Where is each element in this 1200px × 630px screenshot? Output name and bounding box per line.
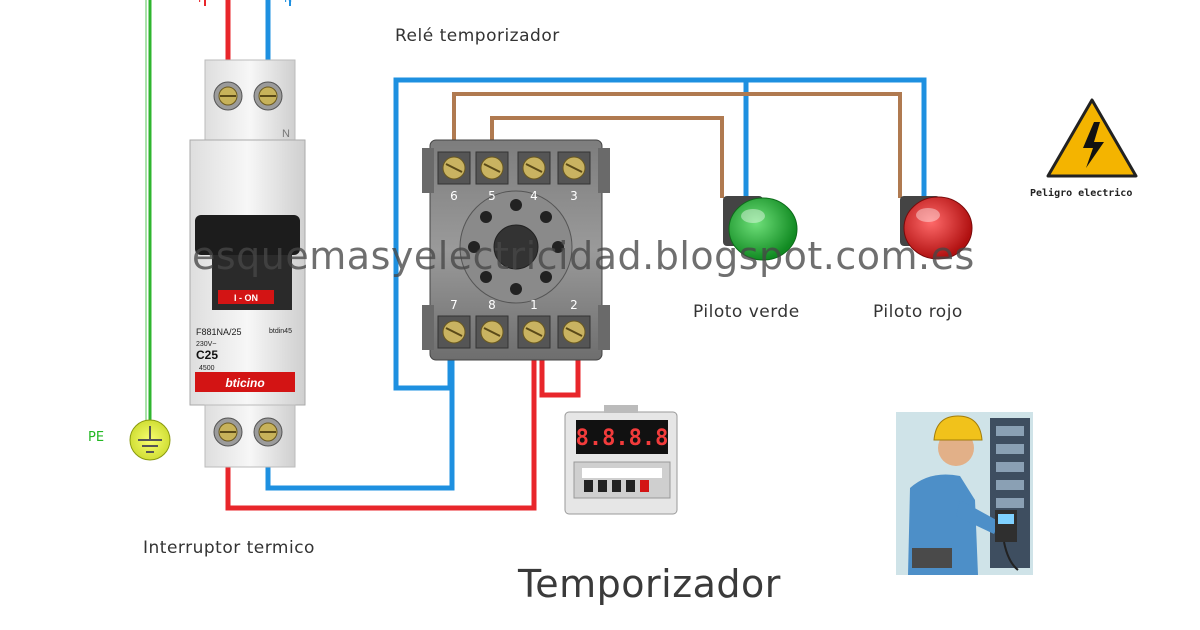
red-pilot-lamp (900, 196, 973, 260)
breaker-switch-text: I - ON (234, 293, 258, 303)
relay-terminal-number: 8 (488, 298, 496, 312)
blog-watermark: esquemasyelectricidad.blogspot.com.es (192, 234, 975, 278)
relay-terminal-number: 2 (570, 298, 578, 312)
pe-label: PE (88, 430, 105, 445)
red-pilot-label: Piloto rojo (873, 302, 963, 322)
brown-wires (452, 92, 902, 198)
relay-terminal-number: 6 (450, 189, 458, 203)
supply-wires (204, 0, 291, 62)
relay-terminal-2: 2 (557, 298, 591, 349)
warning-sign-icon (1046, 98, 1138, 178)
technician-illustration (896, 412, 1033, 575)
earth-ground-icon (129, 419, 171, 461)
green-pilot-label: Piloto verde (693, 302, 800, 322)
relay-terminal-1: 1 (517, 298, 551, 349)
relay-terminal-number: 5 (488, 189, 496, 203)
breaker-terminal-n: N (282, 128, 290, 140)
green-pilot-lamp (723, 196, 798, 261)
breaker-voltage: 230V~ (196, 341, 216, 348)
earth-wire (145, 0, 152, 422)
blue-wire-bottom (265, 358, 455, 491)
relay-terminal-number: 1 (530, 298, 538, 312)
red-wires-bottom (225, 358, 581, 511)
breaker-model: F881NA/25 (196, 327, 242, 337)
digital-timer (564, 405, 678, 515)
relay-socket (422, 139, 610, 361)
relay-terminal-5: 5 (475, 151, 509, 203)
relay-terminal-number: 3 (570, 189, 578, 203)
breaker-label: Interruptor termico (143, 538, 315, 558)
relay-terminal-8: 8 (475, 298, 509, 349)
relay-terminal-6: 6 (437, 151, 471, 203)
danger-label: Peligro electrico (1030, 188, 1133, 199)
breaker-rating: C25 (196, 348, 218, 362)
relay-terminal-number: 4 (530, 189, 538, 203)
breaker-brand: bticino (225, 376, 264, 390)
neutral-label: N (284, 0, 292, 5)
timer-digits: 8.8.8.8 (576, 426, 669, 451)
relay-terminal-7: 7 (437, 298, 471, 349)
thermal-breaker (189, 59, 306, 468)
relay-terminal-4: 4 (517, 151, 551, 203)
breaker-capacity: 4500 (199, 365, 215, 372)
main-title: Temporizador (518, 562, 781, 606)
phase-label: F (198, 0, 204, 5)
relay-bottom-terminals: 7 8 1 2 (437, 298, 591, 349)
relay-top-terminals: 6 5 4 3 (437, 151, 591, 203)
relay-terminal-3: 3 (557, 151, 591, 203)
relay-terminal-number: 7 (450, 298, 458, 312)
relay-title-label: Relé temporizador (395, 26, 560, 46)
breaker-series: btdin45 (269, 328, 292, 335)
